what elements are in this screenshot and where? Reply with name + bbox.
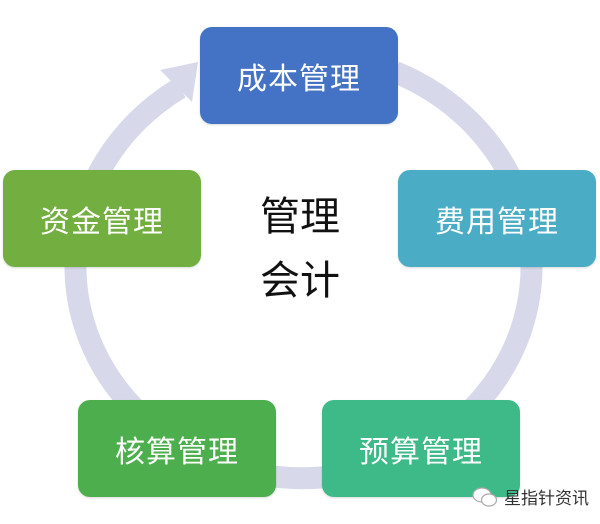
node-fund-management: 资金管理	[3, 170, 201, 267]
center-title-line2: 会计	[260, 258, 340, 304]
watermark-text: 星指针资讯	[504, 489, 589, 509]
node-budget-management: 预算管理	[322, 400, 520, 497]
node-accounting-management: 核算管理	[78, 400, 276, 497]
center-title: 管理 会计	[250, 185, 350, 313]
node-label: 核算管理	[115, 434, 239, 470]
node-label: 预算管理	[359, 434, 483, 470]
wechat-icon	[472, 486, 498, 507]
watermark: 星指针资讯	[472, 484, 589, 509]
center-title-line1: 管理	[260, 194, 340, 240]
node-label: 费用管理	[435, 204, 559, 240]
cycle-arrowhead-icon	[160, 62, 198, 102]
node-cost-management: 成本管理	[200, 27, 398, 124]
node-label: 资金管理	[40, 204, 164, 240]
node-label: 成本管理	[237, 61, 361, 97]
node-expense-management: 费用管理	[398, 170, 596, 267]
